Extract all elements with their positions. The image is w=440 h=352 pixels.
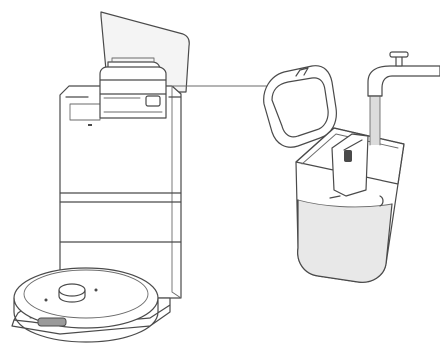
station-side-face (171, 85, 182, 299)
water-stream-icon (370, 97, 380, 145)
tank-filter (331, 133, 369, 197)
robot-body (13, 267, 159, 329)
water-faucet-icon (367, 51, 440, 97)
station-top-opening (69, 103, 101, 121)
station-base-edge (11, 304, 171, 335)
robot-front-sensor (37, 317, 67, 327)
station-tanks (99, 57, 167, 119)
robot-lidar (58, 283, 86, 297)
status-indicator (88, 124, 92, 126)
robot-vacuum (13, 267, 159, 343)
clean-water-tank (263, 65, 405, 283)
tank-water-fill (297, 200, 392, 283)
